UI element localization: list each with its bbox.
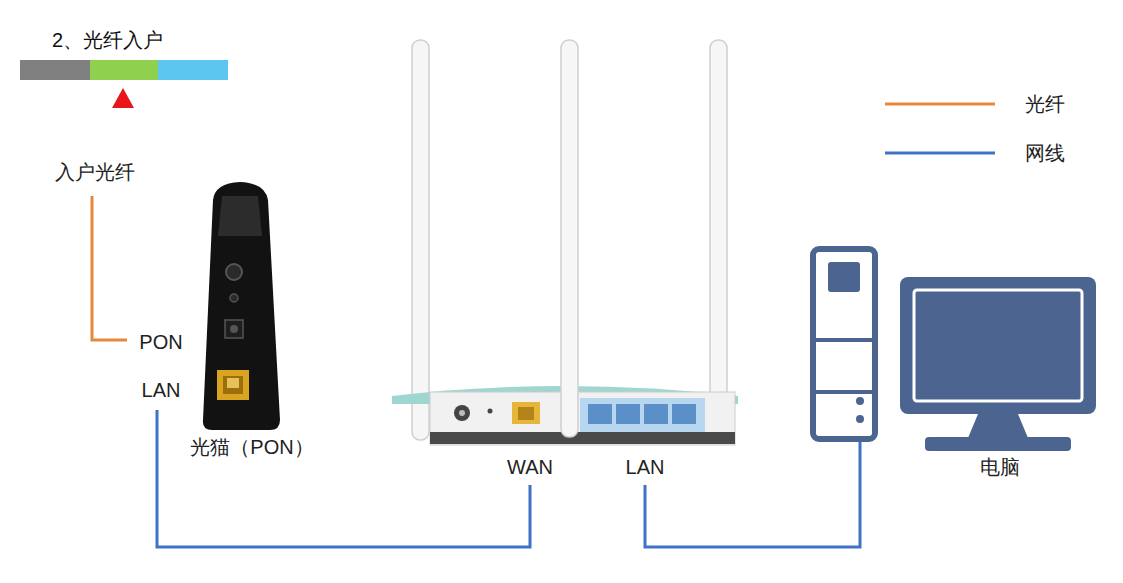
router-picture bbox=[392, 40, 738, 445]
progress-step bbox=[20, 60, 90, 80]
device-label: LAN bbox=[142, 378, 181, 402]
modem-node: PONLAN光猫（PON） bbox=[130, 180, 330, 410]
legend-text: 网线 bbox=[1025, 141, 1065, 165]
device-label: LAN bbox=[626, 455, 665, 479]
device-label: PON bbox=[139, 330, 182, 354]
legend-text: 光纤 bbox=[1025, 92, 1065, 116]
legend-entry: 网线 bbox=[885, 141, 1065, 165]
legend-line bbox=[885, 141, 995, 165]
network-cable bbox=[157, 410, 530, 547]
legend-line bbox=[885, 92, 995, 116]
fiber-line bbox=[92, 196, 127, 340]
progress-step bbox=[90, 60, 158, 80]
part-label: 入户光纤 bbox=[55, 160, 135, 184]
modem-picture bbox=[203, 182, 280, 430]
computer-picture bbox=[813, 249, 1096, 451]
progress-marker bbox=[112, 88, 134, 108]
device-label: 电脑 bbox=[980, 455, 1020, 479]
device-label: WAN bbox=[507, 455, 553, 479]
legend: 光纤网线 bbox=[885, 92, 1065, 190]
network-cable bbox=[645, 442, 860, 547]
computer-node: 电脑 bbox=[805, 245, 1103, 442]
progress-step bbox=[158, 60, 228, 80]
device-label: 光猫（PON） bbox=[190, 435, 313, 459]
diagram-title: 2、光纤入户 bbox=[52, 28, 163, 52]
legend-entry: 光纤 bbox=[885, 92, 1065, 116]
router-node: WAN LAN bbox=[390, 40, 745, 485]
